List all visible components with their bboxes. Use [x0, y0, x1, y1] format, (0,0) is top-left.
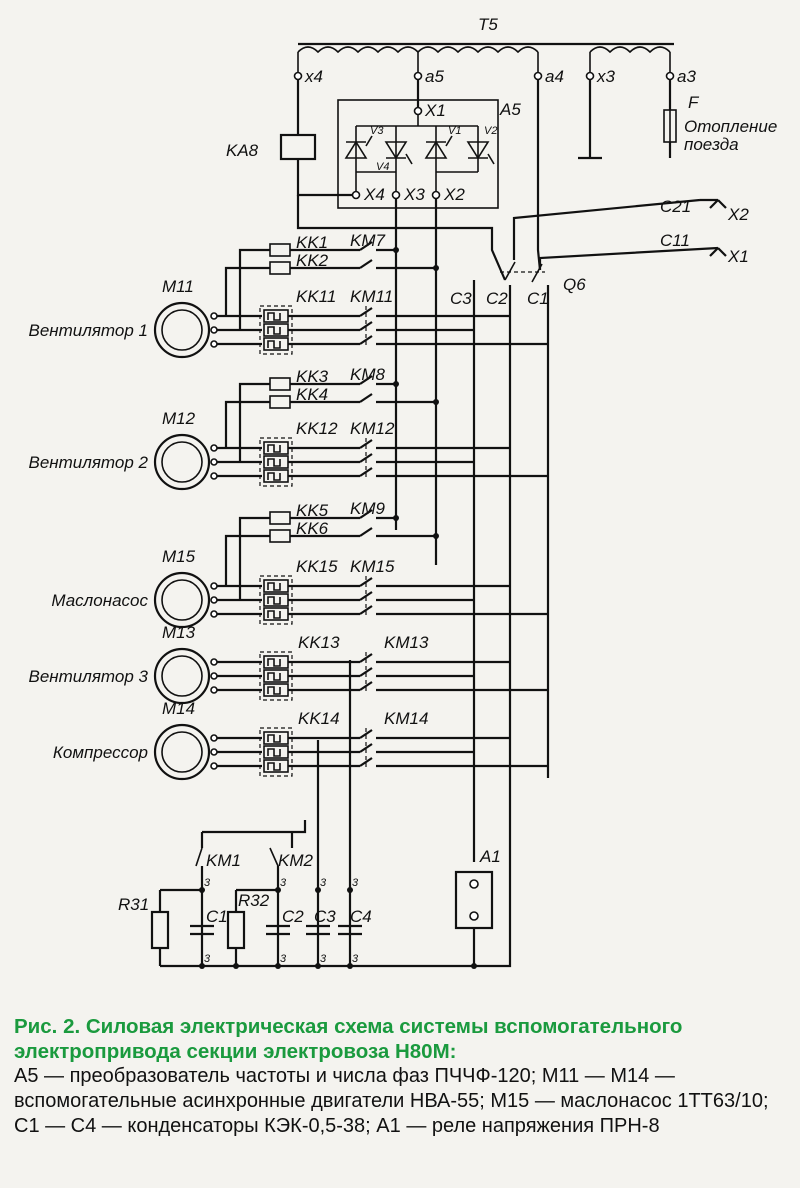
contactor-label: KM15 — [350, 557, 395, 576]
transformer-label: T5 — [478, 15, 498, 34]
motor-name: Компрессор — [53, 743, 148, 762]
switch-km1: KM1 — [206, 851, 241, 870]
line-c21-label: C21 — [660, 197, 691, 216]
motor-id: M13 — [162, 623, 196, 642]
relay-label: KK1 — [296, 233, 328, 252]
terminal-mark: 3 — [352, 877, 359, 889]
contactor-label: KM11 — [350, 287, 393, 306]
contactor-label: KM7 — [350, 231, 386, 250]
relay-label: KK5 — [296, 501, 329, 520]
q6-pole-c1: C1 — [527, 289, 549, 308]
thyristor-v4: V4 — [376, 161, 389, 173]
resistor-r32 — [226, 910, 246, 950]
capacitor-c4: C4 — [350, 907, 372, 926]
fuse-desc-1: Отопление — [684, 117, 777, 136]
terminal-mark: 3 — [204, 877, 211, 889]
connector-x2: X2 — [727, 205, 749, 224]
term-x4: X4 — [363, 185, 385, 204]
terminal-mark: 3 — [320, 877, 327, 889]
relay-label: KK6 — [296, 519, 329, 538]
resistor-r31 — [150, 910, 170, 950]
capacitor-c2: C2 — [282, 907, 304, 926]
term-x3: X3 — [403, 185, 425, 204]
a1-label: A1 — [479, 847, 501, 866]
tap-a3: a3 — [677, 67, 696, 86]
q6-label: Q6 — [563, 275, 586, 294]
capacitor-c1: C1 — [206, 907, 228, 926]
contactor-label: KM12 — [350, 419, 395, 438]
term-x2: X2 — [443, 185, 465, 204]
capacitor-section: KM1 KM2 R31 R32 C1 C2 C3 C4 3 3 — [118, 660, 512, 969]
resistor-r31-label: R31 — [118, 895, 149, 914]
contactor-label: KM9 — [350, 499, 386, 518]
motor-name: Вентилятор 2 — [29, 453, 149, 472]
relay-label: KK13 — [298, 633, 340, 652]
motor-id: M15 — [162, 547, 196, 566]
line-c21: C21 X2 — [660, 197, 749, 224]
term-x1: X1 — [424, 101, 446, 120]
relay-label: KK4 — [296, 385, 328, 404]
resistor-r32-label: R32 — [238, 891, 270, 910]
transformer-t5: T5 x4 a5 a4 x3 a3 — [293, 15, 696, 86]
capacitor-c3: C3 — [314, 907, 336, 926]
fuse-f: F Отопление поезда — [663, 80, 777, 158]
bus-c3-label: C3 — [450, 289, 472, 308]
tap-x4: x4 — [304, 67, 323, 86]
contactor-label: KM14 — [384, 709, 428, 728]
relay-label: KK11 — [296, 287, 336, 306]
contactor-label: KM13 — [384, 633, 429, 652]
relay-label: KK3 — [296, 367, 329, 386]
ka8-label: KA8 — [226, 141, 259, 160]
tap-a4: a4 — [545, 67, 564, 86]
motor-name: Вентилятор 1 — [29, 321, 149, 340]
line-c11: C11 X1 — [660, 231, 749, 266]
tap-x3: x3 — [596, 67, 616, 86]
caption-body: А5 — преобразователь частоты и числа фаз… — [14, 1065, 769, 1137]
fuse-label: F — [688, 93, 700, 112]
converter-a5: A5 X1 V3 V4 V1 V2 X4 X3 X2 — [337, 80, 521, 209]
caption-title: Рис. 2. Силовая электрическая схема сист… — [14, 1015, 683, 1063]
thyristor-v3: V3 — [370, 125, 384, 137]
relay-label: KK2 — [296, 251, 329, 270]
converter-label: A5 — [499, 100, 521, 119]
voltage-relay-a1: A1 — [454, 847, 501, 966]
terminal-mark: 3 — [280, 877, 287, 889]
fuse-desc-2: поезда — [684, 135, 739, 154]
q6-pole-c2: C2 — [486, 289, 508, 308]
terminal-mark: 3 — [280, 953, 287, 965]
switch-km2: KM2 — [278, 851, 314, 870]
tap-a5: a5 — [425, 67, 444, 86]
terminal-mark: 3 — [204, 953, 211, 965]
schematic-diagram: T5 x4 a5 a4 x3 a3 F Отопление поезда KA8 — [29, 15, 777, 969]
motor-id: M14 — [162, 699, 195, 718]
line-c11-label: C11 — [660, 231, 690, 250]
relay-label: KK15 — [296, 557, 338, 576]
motor-name: Маслонасос — [51, 591, 148, 610]
thyristor-v1: V1 — [448, 125, 461, 137]
connector-x1: X1 — [727, 247, 749, 266]
contactor-label: KM8 — [350, 365, 386, 384]
switch-q6: Q6 C2 C1 — [486, 198, 719, 860]
figure-caption: Рис. 2. Силовая электрическая схема сист… — [14, 1014, 786, 1139]
terminal-mark: 3 — [320, 953, 327, 965]
motor-id: M12 — [162, 409, 196, 428]
motor-name: Вентилятор 3 — [29, 667, 149, 686]
motor-id: M11 — [162, 277, 194, 296]
relay-ka8: KA8 — [226, 133, 317, 161]
thyristor-v2: V2 — [484, 125, 497, 137]
relay-label: KK14 — [298, 709, 340, 728]
terminal-mark: 3 — [352, 953, 359, 965]
relay-label: KK12 — [296, 419, 338, 438]
